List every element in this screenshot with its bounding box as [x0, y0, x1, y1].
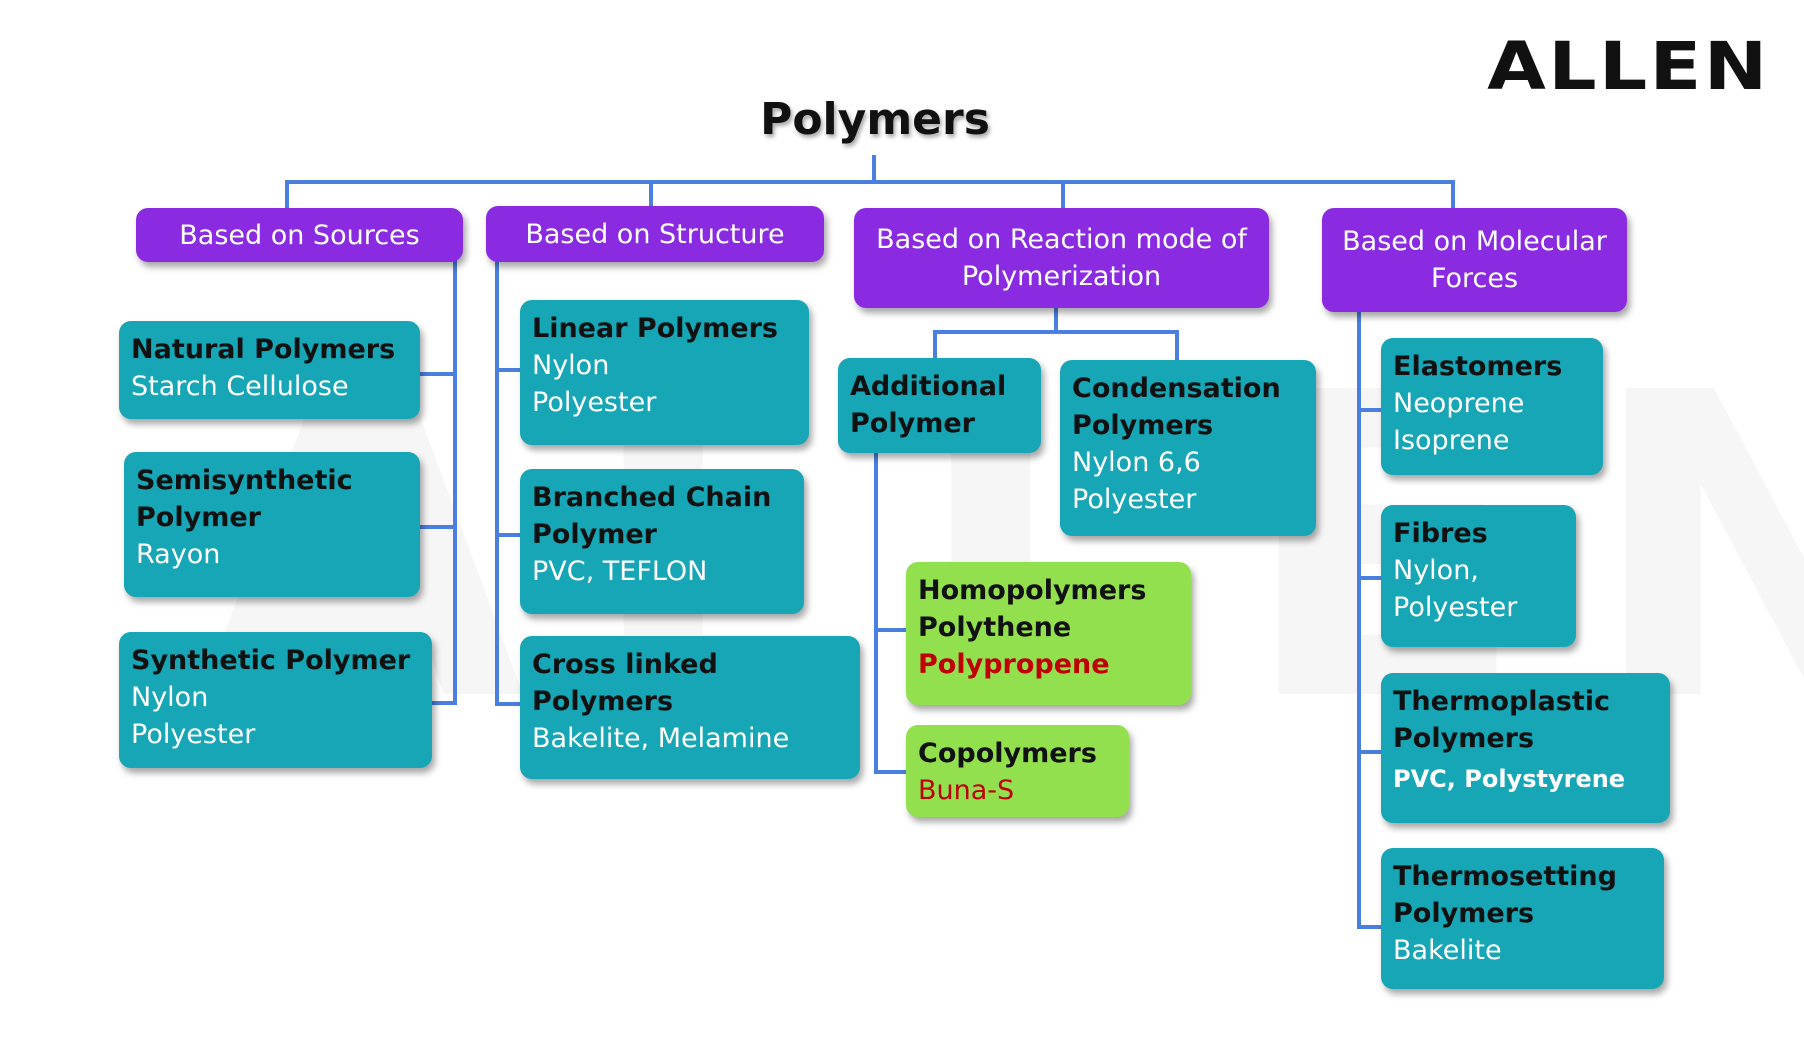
node-example: Polyester [1393, 592, 1518, 623]
node-heading: Polymers [1393, 723, 1535, 754]
category-structure-label: Based on Structure [525, 218, 785, 250]
category-forces-line1: Based on Molecular [1342, 226, 1607, 257]
node-branched-chain-polymer: Branched Chain Polymer PVC, TEFLON [520, 469, 804, 614]
node-example: Polyester [532, 387, 657, 418]
node-example: Isoprene [1393, 425, 1510, 456]
node-example: Nylon [532, 350, 610, 381]
node-example: Starch Cellulose [131, 371, 349, 402]
node-elastomers: Elastomers Neoprene Isoprene [1381, 338, 1603, 475]
category-reaction-line2: Polymerization [961, 261, 1162, 292]
category-forces-line2: Forces [1430, 263, 1519, 294]
node-natural-polymers: Natural Polymers Starch Cellulose [119, 321, 420, 419]
node-example: Nylon [131, 682, 209, 713]
category-sources-label: Based on Sources [179, 219, 420, 251]
node-thermosetting-polymers: Thermosetting Polymers Bakelite [1381, 848, 1664, 989]
diagram-title: Polymers [760, 94, 990, 145]
node-example: Polyester [1072, 484, 1197, 515]
node-example: Neoprene [1393, 388, 1525, 419]
node-heading: Additional [850, 371, 1007, 402]
node-thermoplastic-polymers: Thermoplastic Polymers PVC, Polystyrene [1381, 673, 1670, 823]
node-heading: Polymer [136, 502, 261, 533]
node-cross-linked-polymers: Cross linked Polymers Bakelite, Melamine [520, 636, 860, 779]
node-heading: Thermosetting [1393, 861, 1617, 892]
category-molecular-forces: Based on Molecular Forces [1322, 208, 1627, 312]
node-example: Polyester [131, 719, 256, 750]
node-heading: Branched Chain [532, 482, 772, 513]
node-heading: Polymers [1393, 898, 1535, 929]
node-heading: Synthetic Polymer [131, 645, 411, 676]
node-example: PVC, TEFLON [532, 556, 708, 587]
node-example: Bakelite [1393, 935, 1502, 966]
node-linear-polymers: Linear Polymers Nylon Polyester [520, 300, 809, 445]
node-example-highlight: Polypropene [918, 649, 1110, 680]
node-heading: Homopolymers [918, 575, 1147, 606]
node-heading: Condensation [1072, 373, 1281, 404]
node-condensation-polymers: Condensation Polymers Nylon 6,6 Polyeste… [1060, 360, 1316, 536]
node-synthetic-polymer: Synthetic Polymer Nylon Polyester [119, 632, 432, 768]
category-sources: Based on Sources [136, 208, 463, 262]
node-additional-polymer: Additional Polymer [838, 358, 1041, 453]
node-copolymers: Copolymers Buna-S [906, 725, 1129, 817]
node-heading: Polymers [1072, 410, 1214, 441]
node-example: Nylon 6,6 [1072, 447, 1201, 478]
node-semisynthetic-polymer: Semisynthetic Polymer Rayon [124, 452, 420, 597]
node-heading: Copolymers [918, 738, 1097, 769]
node-heading: Fibres [1393, 518, 1488, 549]
brand-logo: ALLEN [1487, 28, 1770, 105]
node-heading: Polythene [918, 612, 1072, 643]
category-reaction-line1: Based on Reaction mode of [876, 224, 1247, 255]
node-heading: Polymers [532, 686, 674, 717]
node-homopolymers: Homopolymers Polythene Polypropene [906, 562, 1191, 705]
node-heading: Thermoplastic [1393, 686, 1610, 717]
node-example-highlight: Buna-S [918, 775, 1015, 806]
node-heading: Cross linked [532, 649, 718, 680]
node-fibres: Fibres Nylon, Polyester [1381, 505, 1576, 647]
node-heading: Elastomers [1393, 351, 1563, 382]
node-example: Nylon, [1393, 555, 1479, 586]
node-heading: Polymer [850, 408, 975, 439]
category-structure: Based on Structure [486, 206, 824, 262]
node-heading: Linear Polymers [532, 313, 778, 344]
node-example: PVC, Polystyrene [1393, 765, 1626, 793]
node-heading: Semisynthetic [136, 465, 353, 496]
category-reaction-mode: Based on Reaction mode of Polymerization [854, 208, 1269, 308]
node-example: Bakelite, Melamine [532, 723, 790, 754]
node-example: Rayon [136, 539, 221, 570]
node-heading: Polymer [532, 519, 657, 550]
node-heading: Natural Polymers [131, 334, 396, 365]
